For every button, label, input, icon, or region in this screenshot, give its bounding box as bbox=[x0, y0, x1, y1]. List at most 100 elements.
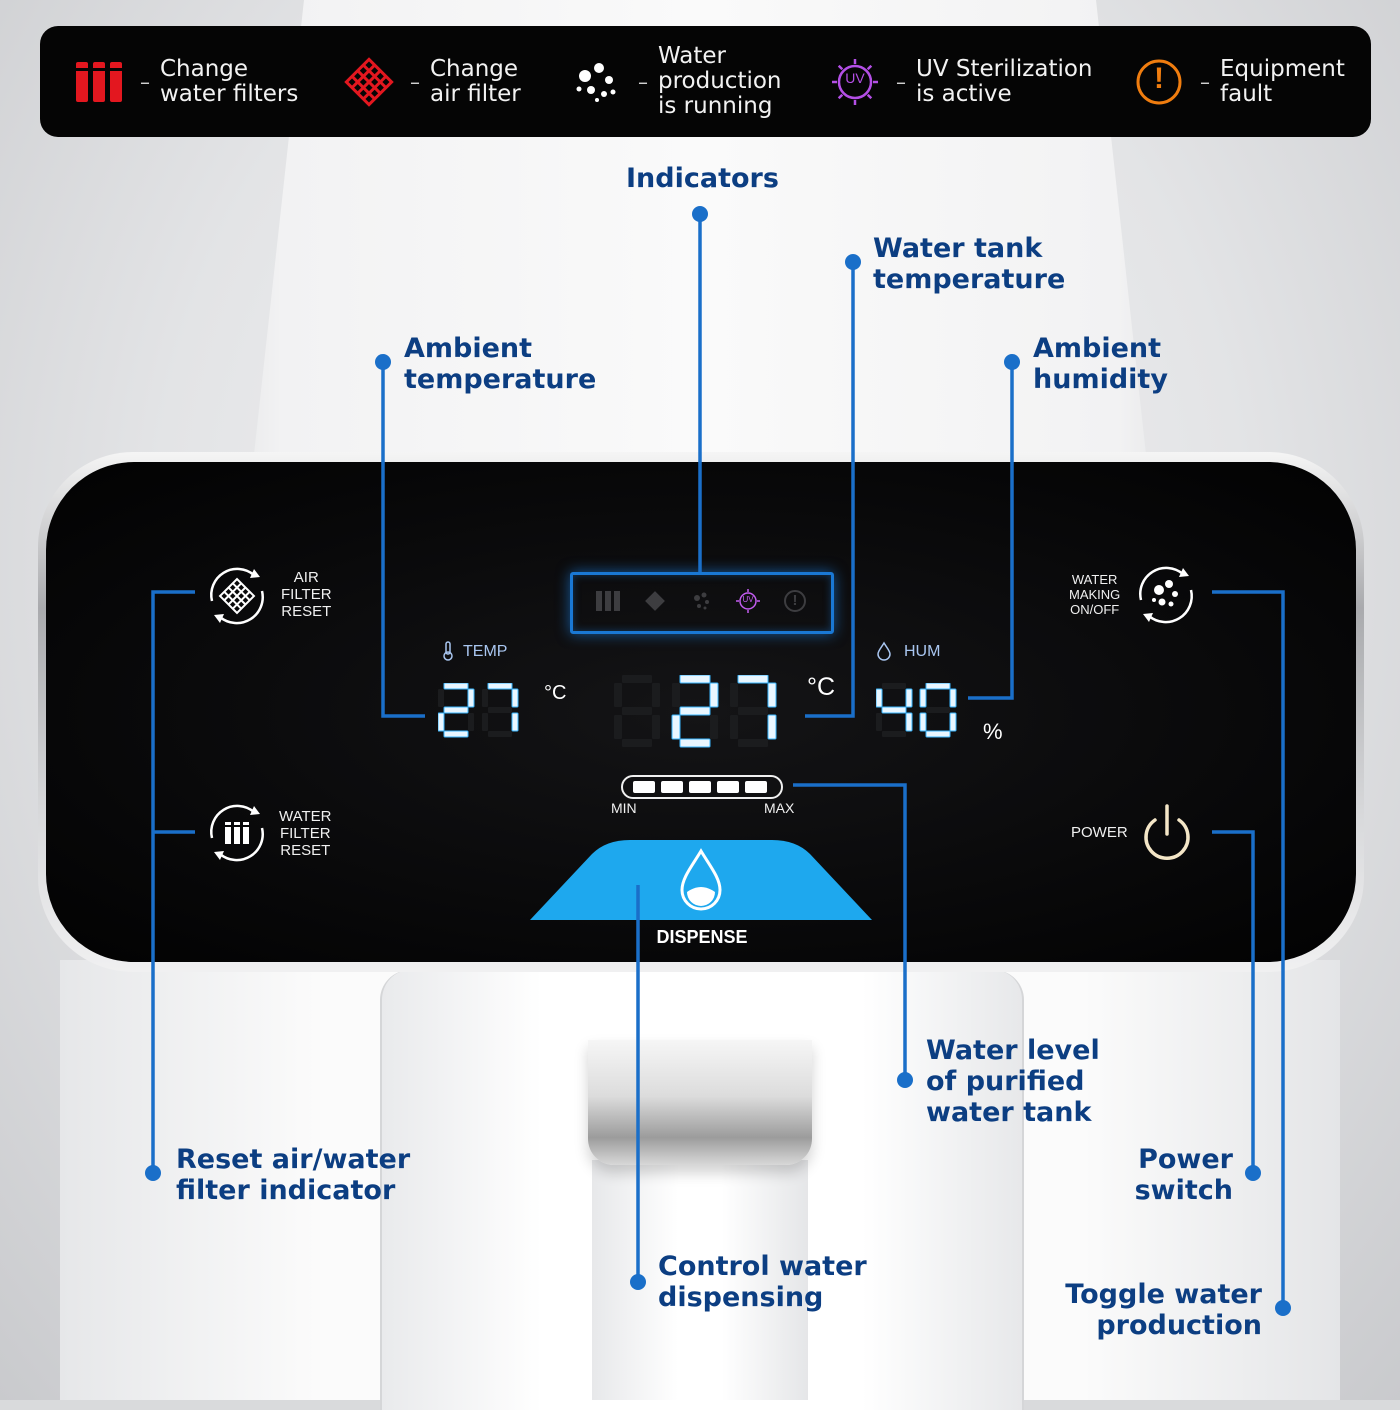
legend-item-uv: UV – UV Sterilization is active bbox=[826, 26, 1093, 137]
water-making-label: WATER MAKING ON/OFF bbox=[1069, 572, 1121, 617]
power-icon bbox=[1144, 804, 1190, 860]
tank-temp-display bbox=[614, 674, 796, 757]
digit-segment bbox=[652, 683, 660, 707]
air-filter-reset-button[interactable] bbox=[204, 563, 270, 633]
water-level-segment bbox=[689, 781, 711, 793]
legend-dash: – bbox=[140, 69, 150, 94]
digit-segment bbox=[709, 682, 719, 708]
air-filter-icon bbox=[340, 53, 398, 111]
legend-item-water-filters: – Change water filters bbox=[70, 26, 298, 137]
water-filters-icon bbox=[70, 53, 128, 111]
digit-segment bbox=[482, 713, 488, 731]
digit-segment bbox=[767, 682, 777, 708]
water-level-segment bbox=[745, 781, 767, 793]
level-min-label: MIN bbox=[611, 800, 637, 816]
nozzle-neck bbox=[592, 1160, 808, 1400]
legend-label: Change water filters bbox=[160, 55, 299, 107]
digit-segment bbox=[511, 712, 519, 732]
callout-water-tank-temperature: Water tank temperature bbox=[873, 233, 1066, 295]
callout-ambient-temperature: Ambient temperature bbox=[404, 333, 597, 395]
digit-segment bbox=[949, 688, 957, 708]
hum-label: HUM bbox=[904, 643, 941, 660]
callout-control-dispensing: Control water dispensing bbox=[658, 1251, 867, 1313]
digit-segment bbox=[622, 739, 652, 747]
digit-segment bbox=[738, 739, 768, 747]
digit-segment bbox=[443, 682, 469, 690]
ambient-temp-unit: °C bbox=[544, 682, 567, 704]
callout-toggle-production: Toggle water production bbox=[1065, 1279, 1262, 1341]
uv-indicator-icon: UV bbox=[735, 588, 761, 614]
digit-segment bbox=[488, 731, 512, 737]
digit-segment bbox=[876, 713, 882, 731]
legend-bar bbox=[40, 26, 1371, 137]
digit-segment bbox=[614, 715, 622, 739]
digit-segment bbox=[622, 707, 652, 715]
legend-dash: – bbox=[410, 69, 420, 94]
water-filters-indicator-icon bbox=[595, 589, 621, 617]
water-production-indicator-icon bbox=[688, 588, 714, 618]
callout-indicators: Indicators bbox=[626, 163, 779, 194]
digit-segment bbox=[875, 688, 883, 708]
uv-icon: UV bbox=[826, 53, 884, 111]
droplet-icon bbox=[877, 641, 891, 665]
digit-segment bbox=[925, 730, 951, 738]
dispense-label: DISPENSE bbox=[656, 927, 748, 947]
digit-segment bbox=[710, 715, 718, 739]
digit-segment bbox=[437, 712, 445, 732]
legend-label: Change air filter bbox=[430, 55, 521, 107]
legend-dash: – bbox=[896, 69, 906, 94]
digit-segment bbox=[730, 715, 738, 739]
legend-item-air-filter: – Change air filter bbox=[340, 26, 521, 137]
legend-item-fault: ! – Equipment fault bbox=[1130, 26, 1345, 137]
fault-indicator-glyph: ! bbox=[792, 592, 798, 609]
fault-icon: ! bbox=[1130, 53, 1188, 111]
dispense-button[interactable] bbox=[530, 838, 872, 920]
digit-segment bbox=[467, 688, 475, 708]
uv-glyph: UV bbox=[845, 69, 865, 86]
digit-segment bbox=[730, 683, 738, 707]
digit-segment bbox=[488, 707, 512, 713]
water-level-segment bbox=[633, 781, 655, 793]
digit-segment bbox=[881, 706, 907, 714]
fault-indicator-icon: ! bbox=[782, 588, 808, 614]
digit-segment bbox=[919, 688, 927, 708]
digit-segment bbox=[679, 738, 711, 748]
water-level-segment bbox=[661, 781, 683, 793]
digit-segment bbox=[905, 688, 913, 708]
digit-segment bbox=[468, 713, 474, 731]
digit-segment bbox=[925, 682, 951, 690]
callout-water-level: Water level of purified water tank bbox=[926, 1035, 1100, 1128]
legend-item-water-production: – Water production is running bbox=[568, 26, 782, 137]
digit-segment bbox=[511, 688, 519, 708]
digit-segment bbox=[679, 674, 711, 684]
water-level-bar bbox=[621, 775, 783, 799]
tank-temp-unit: °C bbox=[807, 673, 836, 701]
digit-segment bbox=[926, 707, 950, 713]
digit-segment bbox=[438, 689, 444, 707]
digit-segment bbox=[679, 706, 711, 716]
air-filter-reset-label: AIR FILTER RESET bbox=[281, 569, 332, 620]
legend-label: Water production is running bbox=[658, 43, 782, 119]
thermometer-icon bbox=[441, 641, 455, 665]
level-max-label: MAX bbox=[764, 800, 795, 816]
digit-segment bbox=[614, 683, 622, 707]
legend-label: Equipment fault bbox=[1220, 55, 1345, 107]
callout-power-switch: Power switch bbox=[1134, 1144, 1233, 1206]
digit-segment bbox=[767, 714, 777, 740]
digit-segment bbox=[482, 689, 488, 707]
uv-indicator-glyph: UV bbox=[742, 595, 754, 604]
digit-segment bbox=[919, 712, 927, 732]
legend-label: UV Sterilization is active bbox=[916, 55, 1093, 107]
digit-segment bbox=[738, 707, 768, 715]
digit-segment bbox=[652, 715, 660, 739]
digit-segment bbox=[949, 712, 957, 732]
digit-segment bbox=[671, 714, 681, 740]
water-filter-reset-button[interactable] bbox=[204, 800, 270, 870]
water-making-button[interactable] bbox=[1133, 562, 1199, 632]
water-drop-icon bbox=[678, 848, 724, 916]
legend-dash: – bbox=[1200, 69, 1210, 94]
water-filter-reset-label: WATER FILTER RESET bbox=[279, 808, 332, 859]
digit-segment bbox=[672, 683, 680, 707]
power-button[interactable] bbox=[1139, 800, 1195, 868]
digit-segment bbox=[905, 712, 913, 732]
